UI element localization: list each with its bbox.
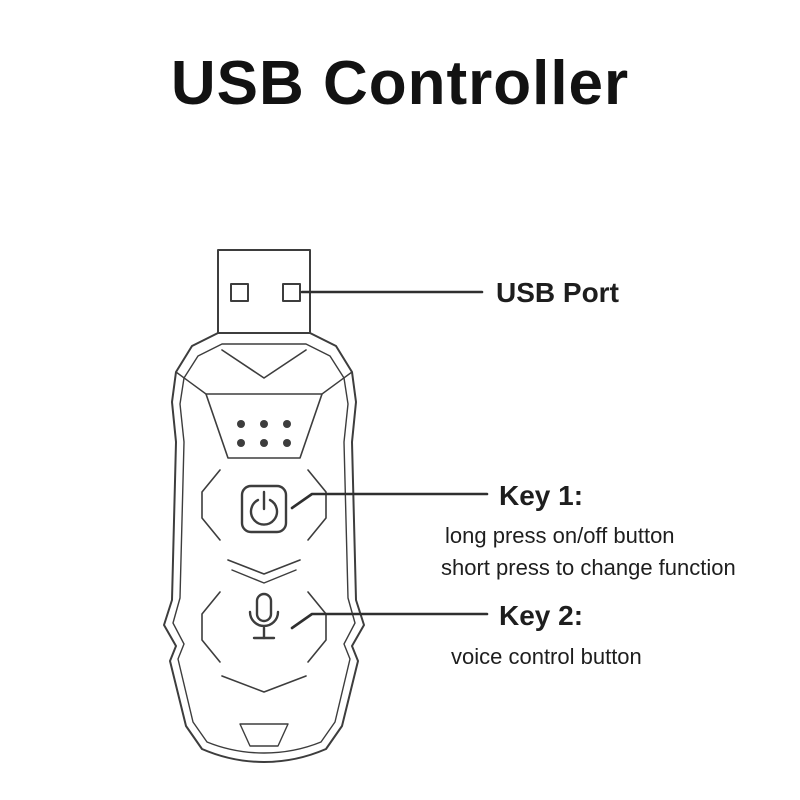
led-dots [237,420,291,447]
key1-label: Key 1: [499,480,584,511]
power-button [201,469,327,541]
key2-description: voice control button [451,644,642,669]
mic-button [201,591,327,663]
device-body [163,332,365,763]
page-title: USB Controller [170,49,630,118]
key1-description-line2: short press to change function [441,555,736,580]
usb-plug [217,249,311,334]
usb-contact-right [282,283,301,302]
key2-leader-line [290,612,489,630]
microphone-icon [248,592,280,640]
usb-contact-left [230,283,249,302]
usb-port-label: USB Port [496,277,619,308]
key1-description-line1: long press on/off button [445,523,675,548]
key2-label: Key 2: [499,600,584,631]
power-icon [240,484,288,534]
key1-leader-line [290,492,489,510]
